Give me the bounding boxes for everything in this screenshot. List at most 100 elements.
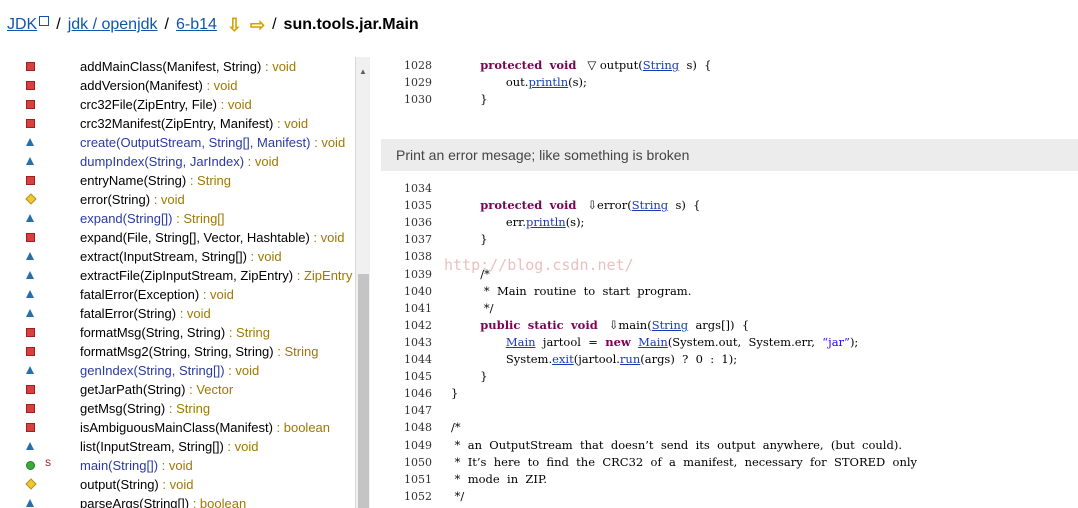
outline-item-label[interactable]: fatalError(Exception) : void xyxy=(80,285,234,304)
code-text: } xyxy=(451,92,488,107)
outline-scrollbar[interactable]: ▲ xyxy=(355,57,370,508)
line-number: 1034 xyxy=(404,182,432,195)
outline-item-label[interactable]: addVersion(Manifest) : void xyxy=(80,76,238,95)
outline-item-label[interactable]: formatMsg(String, String) : String xyxy=(80,323,270,342)
method-signature: getMsg(String) xyxy=(80,401,166,416)
outline-item[interactable]: crc32Manifest(ZipEntry, Manifest) : void xyxy=(0,114,355,133)
outline-item-label[interactable]: getMsg(String) : String xyxy=(80,399,210,418)
line-number: 1044 xyxy=(404,353,432,366)
outline-item[interactable]: output(String) : void xyxy=(0,475,355,494)
outline-item-label[interactable]: isAmbiguousMainClass(Manifest) : boolean xyxy=(80,418,330,437)
outline-item[interactable]: genIndex(String, String[]) : void xyxy=(0,361,355,380)
outline-item[interactable]: expand(String[]) : String[] xyxy=(0,209,355,228)
outline-item[interactable]: entryName(String) : String xyxy=(0,171,355,190)
outline-item[interactable]: addMainClass(Manifest, String) : void xyxy=(0,57,355,76)
code-text: } xyxy=(451,369,488,384)
outline-item[interactable]: extractFile(ZipInputStream, ZipEntry) : … xyxy=(0,266,355,285)
outline-item-label[interactable]: crc32File(ZipEntry, File) : void xyxy=(80,95,252,114)
code-text: * an OutputStream that doesn’t send its … xyxy=(451,437,902,452)
method-signature: entryName(String) xyxy=(80,173,187,188)
outline-item-label[interactable]: addMainClass(Manifest, String) : void xyxy=(80,57,296,76)
outline-item-label[interactable]: list(InputStream, String[]) : void xyxy=(80,437,258,456)
public-method-icon xyxy=(26,442,34,450)
private-method-icon xyxy=(26,81,35,90)
breadcrumb-version-link[interactable]: 6-b14 xyxy=(175,16,217,33)
line-number: 1047 xyxy=(404,404,432,418)
outline-item[interactable]: list(InputStream, String[]) : void xyxy=(0,437,355,456)
return-type: : void xyxy=(150,192,185,207)
scrollbar-thumb[interactable] xyxy=(358,274,369,508)
return-type: : void xyxy=(273,116,309,131)
outline-item-label[interactable]: output(String) : void xyxy=(80,475,193,494)
breadcrumb-separator: / xyxy=(272,16,277,33)
method-signature: genIndex(String, String[]) xyxy=(80,363,225,378)
breadcrumb: JDK / jdk / openjdk / 6-b14 ⇩ ⇨ / sun.to… xyxy=(7,14,419,36)
line-number: 1048 xyxy=(404,421,432,435)
outline-item-label[interactable]: entryName(String) : String xyxy=(80,171,231,190)
outline-item[interactable]: dumpIndex(String, JarIndex) : void xyxy=(0,152,355,171)
public-method-icon xyxy=(26,499,34,507)
return-type: : void xyxy=(310,135,346,150)
method-signature: fatalError(String) xyxy=(80,306,177,321)
outline-item-label[interactable]: error(String) : void xyxy=(80,190,185,209)
outline-item[interactable]: isAmbiguousMainClass(Manifest) : boolean xyxy=(0,418,355,437)
outline-item[interactable]: getMsg(String) : String xyxy=(0,399,355,418)
outline-item-label[interactable]: dumpIndex(String, JarIndex) : void xyxy=(80,152,279,171)
outline-item[interactable]: error(String) : void xyxy=(0,190,355,209)
outline-item[interactable]: extract(InputStream, String[]) : void xyxy=(0,247,355,266)
private-method-icon xyxy=(26,119,35,128)
outline-item[interactable]: crc32File(ZipEntry, File) : void xyxy=(0,95,355,114)
method-signature: extract(InputStream, String[]) xyxy=(80,249,247,264)
breadcrumb-openjdk-link[interactable]: jdk / openjdk xyxy=(67,16,158,33)
return-type: : boolean xyxy=(272,420,331,435)
outline-item[interactable]: formatMsg2(String, String, String) : Str… xyxy=(0,342,355,361)
method-signature: list(InputStream, String[]) xyxy=(80,439,224,454)
method-signature: fatalError(Exception) xyxy=(80,287,200,302)
method-signature: addVersion(Manifest) xyxy=(80,78,203,93)
public-method-icon xyxy=(26,157,34,165)
outline-item[interactable]: getJarPath(String) : Vector xyxy=(0,380,355,399)
outline-item-label[interactable]: extractFile(ZipInputStream, ZipEntry) : … xyxy=(80,266,352,285)
outline-item[interactable]: expand(File, String[], Vector, Hashtable… xyxy=(0,228,355,247)
outline-item-label[interactable]: crc32Manifest(ZipEntry, Manifest) : void xyxy=(80,114,308,133)
outline-item[interactable]: addVersion(Manifest) : void xyxy=(0,76,355,95)
outline-item[interactable]: formatMsg(String, String) : String xyxy=(0,323,355,342)
outline-item-label[interactable]: fatalError(String) : void xyxy=(80,304,211,323)
code-view: Print an error mesage; like something is… xyxy=(381,57,1078,508)
outline-item-label[interactable]: create(OutputStream, String[], Manifest)… xyxy=(80,133,345,152)
return-type: : void xyxy=(202,78,238,93)
line-number: 1046 xyxy=(404,387,432,401)
outline-item[interactable]: fatalError(String) : void xyxy=(0,304,355,323)
method-signature: create(OutputStream, String[], Manifest) xyxy=(80,135,311,150)
forward-arrow-icon[interactable]: ⇨ xyxy=(250,14,266,35)
outline-item[interactable]: fatalError(Exception) : void xyxy=(0,285,355,304)
outline-item-label[interactable]: extract(InputStream, String[]) : void xyxy=(80,247,282,266)
return-type: : void xyxy=(199,287,234,302)
outline-item-label[interactable]: expand(String[]) : String[] xyxy=(80,209,225,228)
method-signature: main(String[]) xyxy=(80,458,159,473)
outline-item-label[interactable]: parseArgs(String[]) : boolean xyxy=(80,494,246,508)
header: JDK / jdk / openjdk / 6-b14 ⇩ ⇨ / sun.to… xyxy=(0,0,1078,62)
private-method-icon xyxy=(26,62,35,71)
outline-item[interactable]: create(OutputStream, String[], Manifest)… xyxy=(0,133,355,152)
code-text: System.exit(jartool.run(args) ? 0 : 1); xyxy=(451,352,738,366)
outline-item-label[interactable]: genIndex(String, String[]) : void xyxy=(80,361,259,380)
public-method-icon xyxy=(26,290,34,298)
outline-item-label[interactable]: main(String[]) : void xyxy=(80,456,193,475)
private-method-icon xyxy=(26,176,35,185)
return-type: : void xyxy=(244,154,279,169)
outline-item-label[interactable]: expand(File, String[], Vector, Hashtable… xyxy=(80,228,344,247)
download-arrow-icon[interactable]: ⇩ xyxy=(226,14,242,35)
scroll-up-icon[interactable]: ▲ xyxy=(359,67,367,76)
method-signature: expand(String[]) xyxy=(80,211,173,226)
outline-item-label[interactable]: getJarPath(String) : Vector xyxy=(80,380,233,399)
breadcrumb-jdk-link[interactable]: JDK xyxy=(7,16,38,33)
private-method-icon xyxy=(26,328,35,337)
outline-item-label[interactable]: formatMsg2(String, String, String) : Str… xyxy=(80,342,318,361)
outline-item[interactable]: parseArgs(String[]) : boolean xyxy=(0,494,355,508)
method-signature: parseArgs(String[]) xyxy=(80,496,190,508)
method-signature: addMainClass(Manifest, String) xyxy=(80,59,262,74)
